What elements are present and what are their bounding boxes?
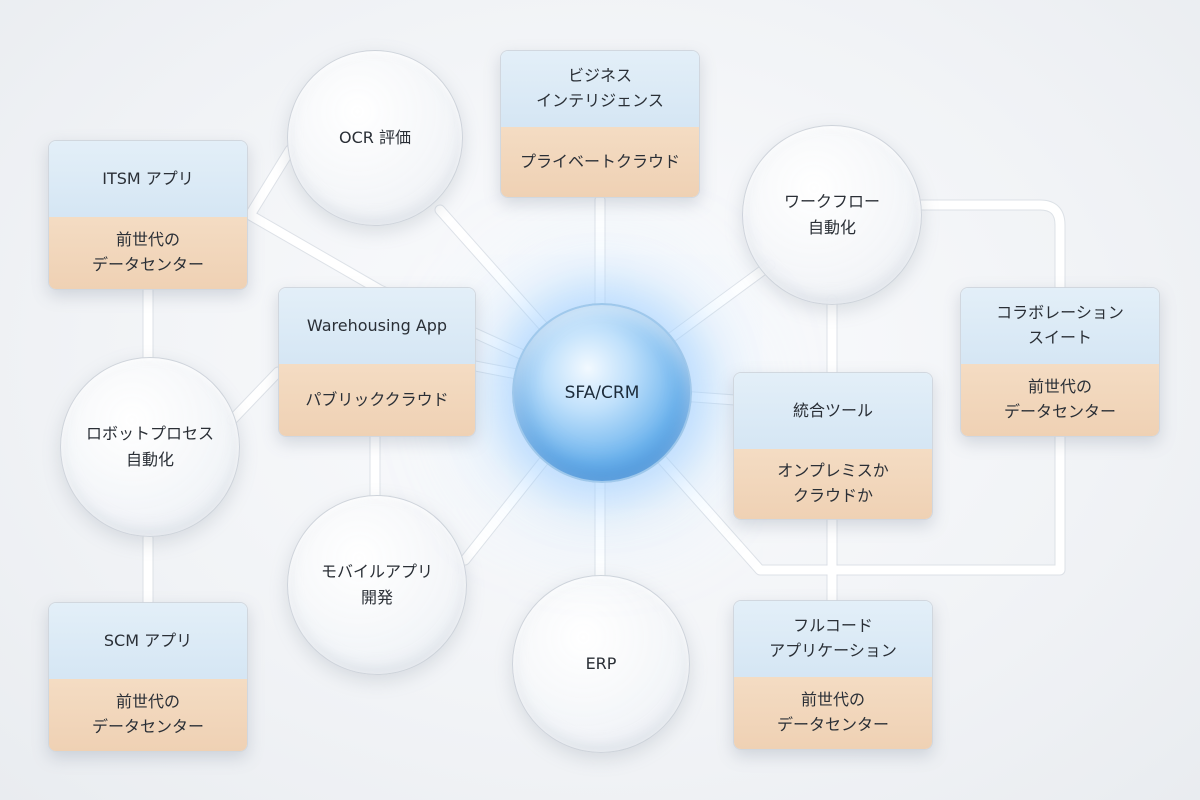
card-full-code-application-hosting: 前世代の データセンター xyxy=(734,677,932,749)
card-collaboration-suite[interactable]: コラボレーション スイート 前世代の データセンター xyxy=(960,287,1160,437)
link-hub-collab xyxy=(595,385,1065,575)
card-itsm-app-title: ITSM アプリ xyxy=(49,141,247,217)
node-ocr-evaluation-label: OCR 評価 xyxy=(339,128,411,148)
node-erp-label: ERP xyxy=(585,654,617,674)
node-mobile-app-development-label: モバイルアプリ 開発 xyxy=(320,562,433,607)
card-collaboration-suite-hosting: 前世代の データセンター xyxy=(961,364,1159,436)
card-business-intelligence-title: ビジネス インテリジェンス xyxy=(501,51,699,127)
node-ocr-evaluation[interactable]: OCR 評価 xyxy=(287,50,463,226)
node-robotic-process-automation[interactable]: ロボットプロセス 自動化 xyxy=(60,357,240,537)
card-business-intelligence-hosting: プライベートクラウド xyxy=(501,127,699,197)
node-robotic-process-automation-label: ロボットプロセス 自動化 xyxy=(85,424,214,469)
card-integration-tools-title: 統合ツール xyxy=(734,373,932,449)
hub-sfa-crm[interactable]: SFA/CRM xyxy=(512,303,692,483)
link-workflow-collab xyxy=(915,200,1065,295)
node-mobile-app-development[interactable]: モバイルアプリ 開発 xyxy=(287,495,467,675)
card-itsm-app[interactable]: ITSM アプリ 前世代の データセンター xyxy=(48,140,248,290)
node-workflow-automation[interactable]: ワークフロー 自動化 xyxy=(742,125,922,305)
card-scm-app-title: SCM アプリ xyxy=(49,603,247,679)
link-itsm-ocr xyxy=(245,145,295,220)
node-workflow-automation-label: ワークフロー 自動化 xyxy=(783,192,880,237)
card-collaboration-suite-title: コラボレーション スイート xyxy=(961,288,1159,364)
card-full-code-application[interactable]: フルコード アプリケーション 前世代の データセンター xyxy=(733,600,933,750)
card-scm-app[interactable]: SCM アプリ 前世代の データセンター xyxy=(48,602,248,752)
link-warehousing-rpa xyxy=(227,367,283,425)
card-business-intelligence[interactable]: ビジネス インテリジェンス プライベートクラウド xyxy=(500,50,700,198)
card-integration-tools-hosting: オンプレミスか クラウドか xyxy=(734,449,932,519)
card-itsm-app-hosting: 前世代の データセンター xyxy=(49,217,247,289)
hub-sfa-crm-label: SFA/CRM xyxy=(564,383,640,403)
card-warehousing-app-title: Warehousing App xyxy=(279,288,475,364)
card-scm-app-hosting: 前世代の データセンター xyxy=(49,679,247,751)
card-integration-tools[interactable]: 統合ツール オンプレミスか クラウドか xyxy=(733,372,933,520)
card-warehousing-app-hosting: パブリッククラウド xyxy=(279,364,475,436)
node-erp[interactable]: ERP xyxy=(512,575,690,753)
card-warehousing-app[interactable]: Warehousing App パブリッククラウド xyxy=(278,287,476,437)
card-full-code-application-title: フルコード アプリケーション xyxy=(734,601,932,677)
